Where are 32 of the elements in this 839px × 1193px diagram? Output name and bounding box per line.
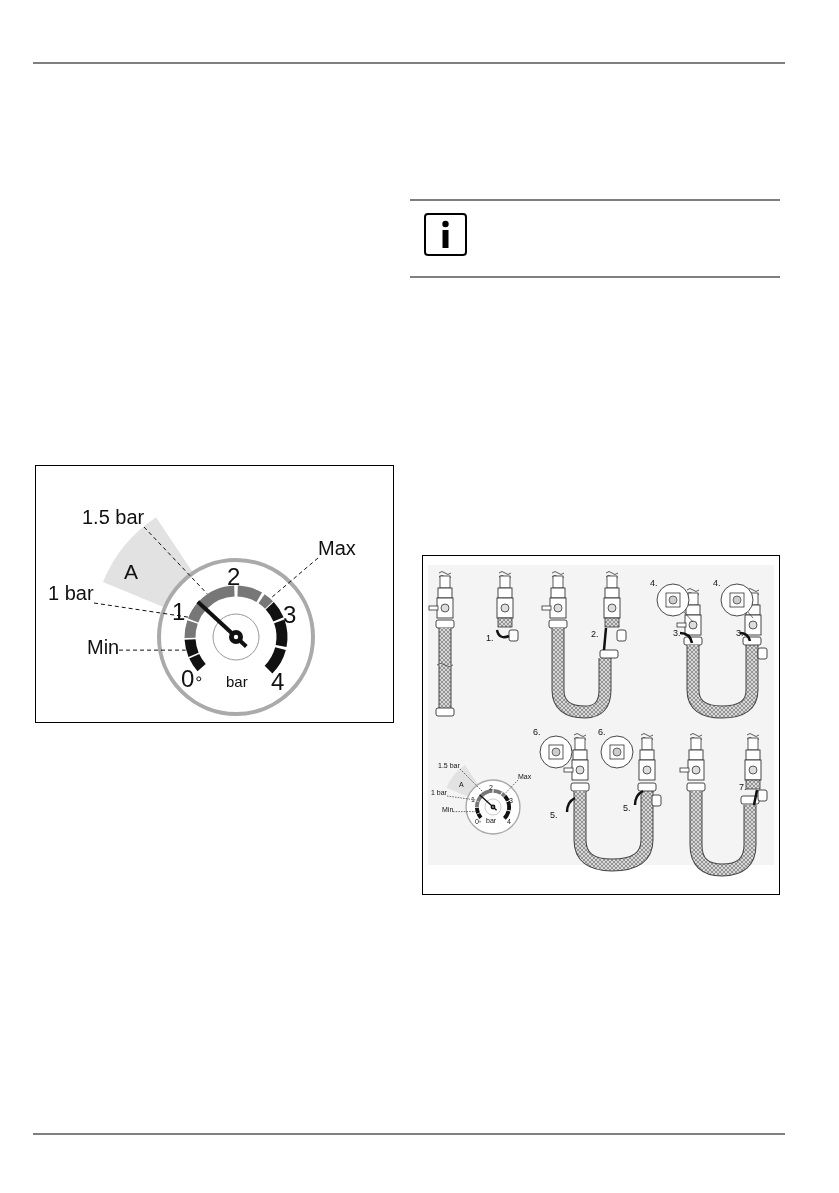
step-number: 3. — [736, 629, 744, 638]
step-number: 5. — [550, 811, 558, 820]
leader-line — [118, 649, 187, 651]
leader-line — [270, 557, 319, 599]
sector-label: A — [124, 561, 138, 582]
leader-line — [446, 795, 477, 801]
step-number: 4. — [650, 579, 658, 588]
scale-number: 2 — [227, 565, 241, 589]
unit-label: bar — [226, 674, 248, 689]
step-number: 2. — [591, 630, 599, 639]
scale-number: 0 — [181, 667, 195, 691]
scale-number: 4 — [271, 670, 285, 694]
step-number: 3. — [673, 629, 681, 638]
step-number: 5. — [623, 804, 631, 813]
scale-number: 1 — [172, 600, 186, 624]
leader-line — [459, 768, 484, 793]
callout-label: 1.5 bar — [82, 507, 145, 527]
step-number: 1. — [486, 634, 494, 643]
leader-line — [452, 811, 476, 812]
leader-line — [143, 526, 208, 595]
pressure-gauge — [465, 779, 521, 835]
leader-line — [93, 602, 189, 618]
step-number: 7. — [739, 783, 747, 792]
callout-label: Max — [318, 538, 356, 558]
step-number: 4. — [713, 579, 721, 588]
step-number: 6. — [598, 728, 606, 737]
callout-label: 1 bar — [48, 583, 94, 603]
pressure-gauge — [157, 558, 315, 716]
callout-label: Min — [87, 637, 120, 657]
step-number: 6. — [533, 728, 541, 737]
leader-line — [504, 779, 519, 794]
scale-number: 3 — [283, 603, 297, 627]
